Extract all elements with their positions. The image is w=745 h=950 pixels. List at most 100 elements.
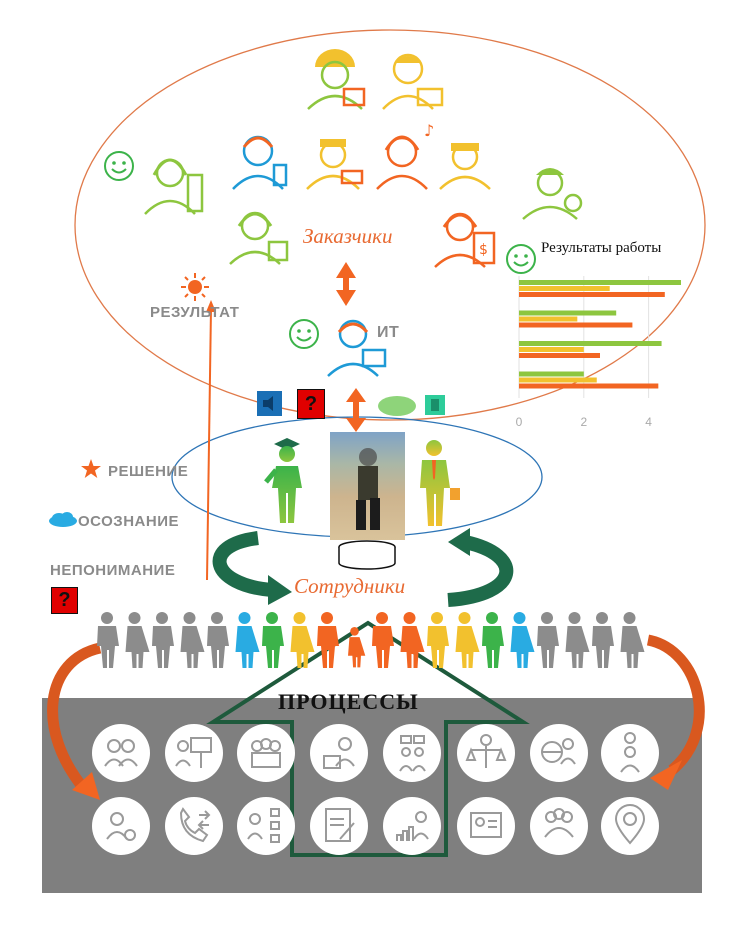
customers-label: Заказчики [303,224,393,248]
cloud-icon [49,512,77,527]
presentation-icon [165,724,223,782]
smiley-chart-icon [506,244,536,274]
businessman-avatar-icon [382,53,444,110]
search-person-icon [92,797,150,855]
graduate-figure-icon [264,438,302,523]
chart-bar [519,383,659,389]
result-arrow [206,300,216,581]
person-icon [565,612,590,668]
chart-bar [519,377,597,383]
person-icon [400,612,425,668]
person-icon [510,612,535,668]
side-arrow-right [646,634,705,790]
location-pin-icon [601,797,659,855]
person-icon [537,612,559,668]
accountant-avatar-icon: $ [434,212,496,268]
side-arrow-left [47,642,102,800]
chart-bar [519,292,665,297]
chart-tick-label: 2 [580,415,587,429]
database-icon [338,540,396,570]
org-structure-icon [237,797,295,855]
person-icon [482,612,504,668]
it-specialist-avatar-icon [327,319,387,377]
awareness-label: ОСОЗНАНИЕ [78,513,179,530]
chart-bar [519,310,617,316]
team-icon [237,724,295,782]
chart-bar [519,347,584,352]
person-icon [317,612,339,668]
green-oval-icon [378,396,416,416]
growth-chart-icon [383,797,441,855]
smiley-it-icon [289,319,319,349]
svg-text:$: $ [479,242,488,258]
singer-avatar-icon: ♪ [376,121,434,190]
person-icon [620,612,645,668]
chart-bar [519,341,662,346]
chart-bar [519,280,681,285]
chart-bar [519,316,578,322]
person-icon [290,612,315,668]
chart-bar [519,353,600,358]
person-icon [97,612,119,668]
document-edit-icon [310,797,368,855]
scales-person-icon [457,724,515,782]
result-label: РЕЗУЛЬТАТ [150,304,240,321]
cycle-arrow-left [212,531,292,605]
person-icon [180,612,205,668]
operator-avatar-icon [229,211,289,265]
employees-label: Сотрудники [294,574,406,598]
it-label: ИТ [377,324,400,341]
person-icon [592,612,614,668]
smiley-left-icon [104,151,134,181]
question-box-icon: ? [51,587,78,614]
pilot-avatar-icon [439,143,491,190]
misunderstanding-label: НЕПОНИМАНИЕ [50,562,176,579]
chart-bar [519,322,633,328]
builder-avatar-icon [307,49,366,110]
processes-band [42,698,702,893]
group-icon [530,797,588,855]
idea-person-icon [601,724,659,782]
decision-label: РЕШЕНИЕ [108,463,189,480]
person-icon [372,612,394,668]
person-icon [207,612,229,668]
customers-ellipse [74,29,706,421]
work-results-title: Результаты работы [541,240,662,256]
it-employees-arrow [346,388,366,432]
globe-person-icon [530,724,588,782]
handshake-icon [92,724,150,782]
question-box-top-icon: ? [297,389,325,419]
soldier-avatar-icon [522,168,583,220]
person-icon [262,612,284,668]
employee-photo [330,432,405,540]
person-icon [348,627,366,668]
chef-avatar-icon [306,139,364,190]
person-icon [152,612,174,668]
briefcase-person-icon [310,724,368,782]
work-results-chart: 0 2 4 [516,276,681,429]
chart-bar [519,371,584,377]
doctor-avatar-icon [232,135,288,190]
chart-bar [519,286,610,291]
person-icon [455,612,480,668]
document-icon [425,395,445,415]
cycle-arrow-right [447,528,514,607]
businessman-figure-icon [420,440,460,526]
id-card-icon [457,797,515,855]
female-teacher-avatar-icon [144,158,204,215]
svg-text:♪: ♪ [424,121,434,140]
person-icon [427,612,449,668]
people-row [97,612,645,668]
phone-transfer-icon [165,797,223,855]
sun-icon [181,273,209,301]
processes-label: ПРОЦЕССЫ [278,689,419,714]
person-icon [125,612,150,668]
person-icon [235,612,260,668]
chart-tick-label: 4 [645,415,652,429]
chart-tick-label: 0 [516,415,523,429]
speaker-icon [257,391,282,416]
star-icon [81,459,101,478]
discussion-icon [383,724,441,782]
customers-it-arrow [336,262,356,306]
